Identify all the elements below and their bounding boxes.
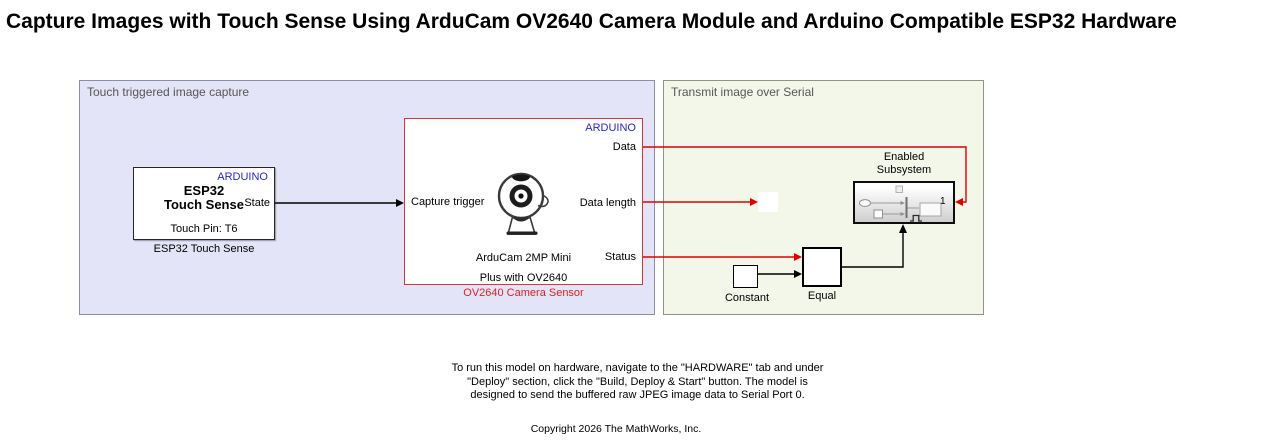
model-title: Capture Images with Touch Sense Using Ar… <box>6 10 1177 33</box>
instructions-line3: designed to send the buffered raw JPEG i… <box>470 389 805 401</box>
output-port-label-data-length: Data length <box>579 197 636 209</box>
caption-line2: Subsystem <box>876 164 932 176</box>
output-port-label-status: Status <box>604 251 636 263</box>
caption-line1: Enabled <box>883 151 925 163</box>
subsystem-inport-label: 1 <box>940 196 946 207</box>
area-label: Touch triggered image capture <box>87 85 250 99</box>
vendor-tag: ARDUINO <box>585 122 636 134</box>
enabled-subsystem-preview-icon <box>859 185 942 222</box>
constant-block[interactable] <box>733 265 758 288</box>
copyright-text: Copyright 2026 The MathWorks, Inc. <box>530 423 702 435</box>
equal-block[interactable] <box>802 247 842 287</box>
instructions-line2: "Deploy" section, click the "Build, Depl… <box>467 375 808 388</box>
model-instructions: To run this model on hardware, navigate … <box>410 362 865 403</box>
webcam-icon <box>497 172 549 235</box>
constant-block-caption: Constant <box>724 292 770 304</box>
enabled-subsystem-caption: Enabled Subsystem <box>853 151 955 177</box>
block-name-line1: ESP32 <box>183 183 225 198</box>
area-label: Transmit image over Serial <box>671 85 814 99</box>
vendor-tag: ARDUINO <box>217 171 268 183</box>
ov2640-camera-sensor-block[interactable]: ARDUINO Capture trigger Data Data length… <box>404 118 643 285</box>
equal-block-caption: Equal <box>807 290 837 302</box>
block-name-line2: Touch Sense <box>164 197 244 212</box>
block-detail-line2: Plus with OV2640 <box>479 272 568 284</box>
instructions-line1: To run this model on hardware, navigate … <box>451 362 824 374</box>
enabled-subsystem-block[interactable]: 1 <box>853 181 955 224</box>
camera-block-caption: OV2640 Camera Sensor <box>463 287 584 299</box>
esp32-touch-sense-block[interactable]: ARDUINO ESP32 Touch Sense State Touch Pi… <box>133 167 275 240</box>
block-detail: Touch Pin: T6 <box>170 223 238 235</box>
white-placeholder-block[interactable] <box>758 192 778 212</box>
output-port-label-state: State <box>244 197 270 209</box>
input-port-label-capture-trigger: Capture trigger <box>411 196 485 208</box>
output-port-label-data: Data <box>612 141 636 153</box>
esp32-block-caption: ESP32 Touch Sense <box>153 243 255 255</box>
block-detail-line1: ArduCam 2MP Mini <box>475 252 572 264</box>
